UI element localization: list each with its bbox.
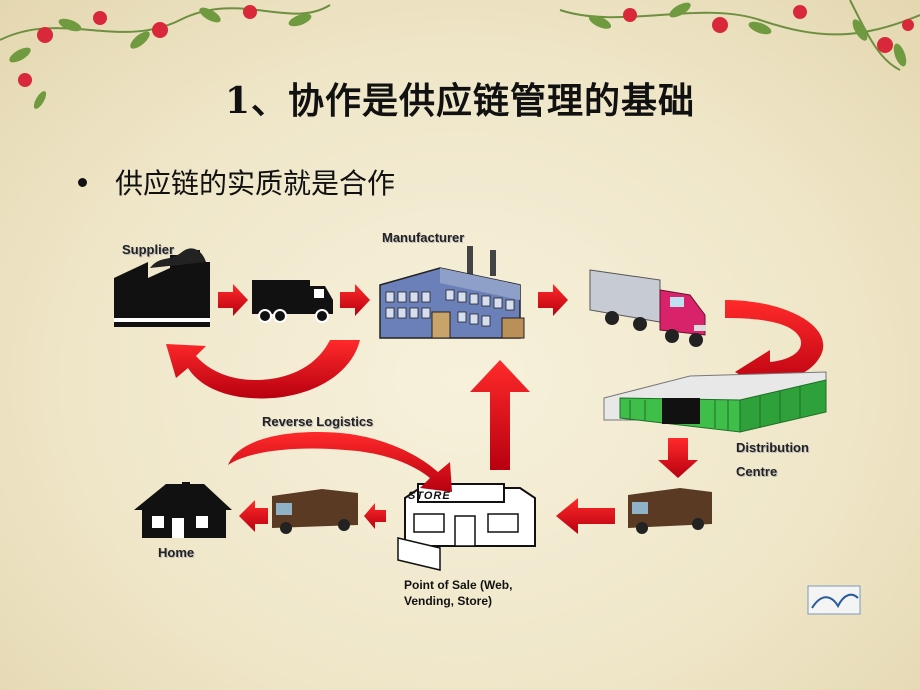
distribution-warehouse-icon	[603, 371, 827, 433]
arrow-to-van	[364, 503, 386, 529]
delivery-van-icon-left	[272, 489, 358, 534]
down-arrow-from-distribution	[658, 438, 698, 478]
home-label: Home	[158, 545, 195, 560]
delivery-truck-icon	[252, 280, 333, 323]
garland-leaves	[9, 2, 907, 109]
distribution-centre-label: Centre	[736, 464, 778, 479]
distribution-label: Distribution	[736, 440, 809, 455]
manufacturer-building-icon	[379, 246, 525, 339]
curved-arrow-to-distribution	[725, 300, 824, 392]
delivery-van-icon	[628, 488, 712, 534]
slide-title: 1、协作是供应链管理的基础	[224, 80, 696, 122]
supplier-factory-icon	[114, 248, 210, 327]
store-sign-text: STORE	[408, 490, 451, 502]
bullet-item: 供应链的实质就是合作	[78, 162, 395, 202]
reverse-arrow-to-supplier	[166, 340, 360, 399]
bullet-icon	[78, 177, 87, 187]
home-icon	[134, 482, 232, 538]
arrow-to-home	[239, 500, 268, 532]
supplier-label: Supplier	[122, 242, 175, 257]
bullet-text: 供应链的实质就是合作	[115, 167, 396, 200]
reverse-logistics-label: Reverse Logistics	[262, 414, 374, 429]
point-of-sale-label: Point of Sale (Web,	[404, 578, 513, 592]
point-of-sale-label-2: Vending, Store)	[404, 594, 493, 608]
manufacturer-label: Manufacturer	[382, 230, 465, 245]
flower-garland-decoration	[0, 0, 920, 109]
garland-flowers	[18, 5, 914, 87]
semi-truck-icon	[589, 269, 706, 347]
arrow-to-store	[556, 498, 615, 534]
up-arrow-to-manufacturer	[470, 360, 530, 470]
corner-logo-icon	[807, 585, 861, 615]
flow-arrow-small	[218, 284, 568, 316]
reverse-logistics-arrow	[228, 432, 452, 492]
